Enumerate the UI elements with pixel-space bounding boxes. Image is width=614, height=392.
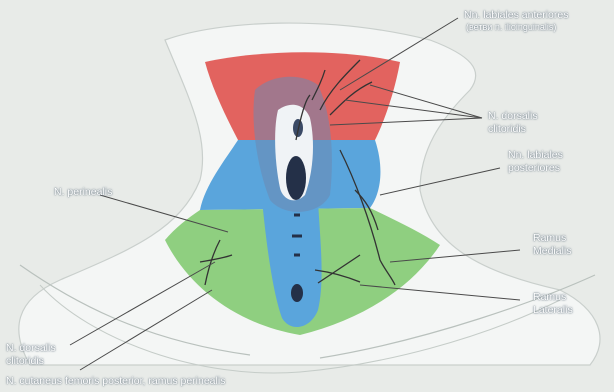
label-ramus-medialis-2: Medialis — [533, 245, 572, 257]
label-nn-labiales-posteriores-1: Nn. labiales — [508, 149, 563, 161]
label-ramus-medialis-1: Ramus — [533, 232, 566, 244]
vaginal-opening — [286, 156, 306, 200]
label-n-dorsalis-clitoridis-right-1: N. dorsalis — [488, 110, 538, 122]
label-nn-labiales-anteriores-sub: (ветви n. ilioinguinalis) — [466, 22, 556, 33]
label-nn-labiales-posteriores-2: posteriores — [508, 162, 560, 174]
label-n-dorsalis-clitoridis-left-2: clitoridis — [6, 355, 44, 367]
label-ramus-lateralis-1: Ramus — [533, 291, 566, 303]
label-n-cutaneus-femoris-posterior: N. cutaneus femoris posterior, ramus per… — [6, 375, 225, 387]
label-n-perinealis: N. perinealis — [54, 186, 112, 198]
label-n-dorsalis-clitoridis-right-2: clitoridis — [488, 123, 526, 135]
label-ramus-lateralis-2: Lateralis — [533, 304, 573, 316]
anus — [291, 284, 303, 302]
label-nn-labiales-anteriores: Nn. labiales anteriores — [464, 9, 568, 21]
label-n-dorsalis-clitoridis-left-1: N. dorsalis — [6, 342, 56, 354]
